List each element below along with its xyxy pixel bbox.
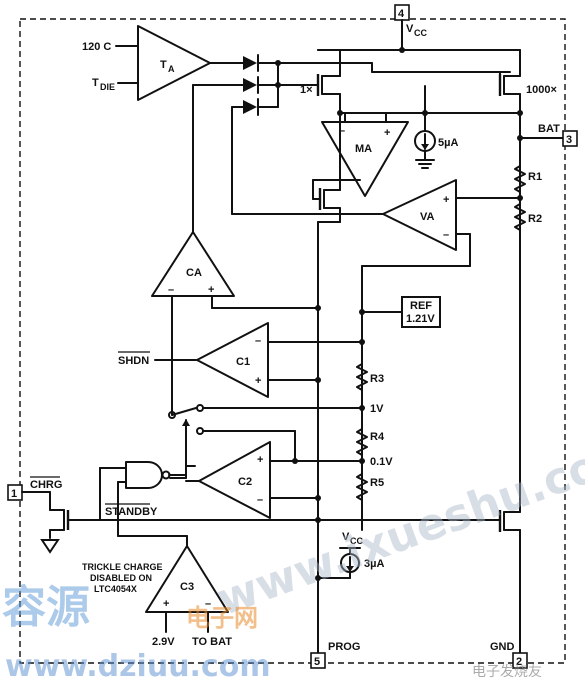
c3-label: C3 — [180, 581, 194, 593]
resistor-r3 — [356, 359, 368, 397]
ta-label: T A — [160, 59, 175, 74]
ma-output-transistor — [312, 112, 361, 223]
c3-minus: – — [205, 598, 211, 610]
mirror-1x-label: 1× — [300, 84, 313, 96]
ground-triangle — [40, 539, 60, 554]
c2-plus: + — [257, 454, 263, 466]
chip-boundary — [19, 18, 566, 664]
c1-label: C1 — [236, 356, 250, 368]
ref-line2: 1.21V — [406, 313, 435, 325]
trickle-line3: LTC4054X — [94, 584, 137, 594]
node-1v-label: 1V — [370, 403, 384, 415]
ta-amplifier — [137, 25, 211, 101]
pin-5-box — [310, 652, 326, 669]
c3-plus: + — [163, 598, 169, 610]
ca-plus: + — [208, 284, 214, 296]
pin-3-box — [562, 130, 578, 147]
standby-transistor — [498, 334, 521, 654]
c2-comparator — [198, 441, 271, 519]
source-5ua-label: 5µA — [438, 137, 458, 149]
pin-1-label: 1 — [11, 488, 17, 500]
diode-va — [243, 98, 279, 116]
resistor-r2 — [514, 197, 526, 237]
pin-5-label: 5 — [314, 656, 320, 668]
node-01v-label: 0.1V — [370, 456, 393, 468]
prog-label: PROG — [328, 641, 360, 653]
r5-label: R5 — [370, 477, 384, 489]
pin-2-label: 2 — [516, 656, 522, 668]
r3-label: R3 — [370, 373, 384, 385]
mirror-1000x-label: 1000× — [526, 84, 557, 96]
resistor-r5 — [356, 469, 368, 507]
trickle-line1: TRICKLE CHARGE — [82, 562, 163, 572]
input-120c-label: 120 C — [82, 41, 111, 53]
diode-ta — [243, 54, 279, 72]
bat-label: BAT — [538, 123, 560, 135]
svg-text:CC: CC — [350, 536, 363, 546]
c2-minus: – — [257, 494, 263, 506]
svg-text:T: T — [160, 59, 167, 71]
r1-label: R1 — [528, 171, 542, 183]
va-plus: + — [443, 194, 449, 206]
pin-3-label: 3 — [566, 134, 572, 146]
gnd-label: GND — [490, 641, 515, 653]
watermark-corner: 电子发烧友 — [472, 664, 542, 680]
mirror-1000x-transistor — [498, 49, 521, 96]
resistor-r1 — [514, 159, 526, 199]
source-3ua-label: 3µA — [364, 558, 384, 570]
trickle-line2: DISABLED ON — [90, 573, 152, 583]
watermark-site-cn: 容源 — [2, 582, 90, 633]
c1-minus: – — [255, 335, 261, 347]
ma-minus: – — [339, 125, 345, 137]
va-amplifier — [382, 179, 457, 251]
svg-text:V: V — [342, 531, 350, 543]
standby-label: STANDBY — [105, 506, 158, 518]
ca-minus: – — [168, 284, 174, 296]
r2-label: R2 — [528, 213, 542, 225]
pin-2-box — [512, 652, 528, 669]
vcc-top-label: V CC — [406, 23, 427, 38]
vcc-lower-label: V CC — [342, 531, 363, 546]
ma-label: MA — [355, 143, 372, 155]
c1-plus: + — [255, 375, 261, 387]
c3-in-bat-label: TO BAT — [192, 636, 232, 648]
r4-label: R4 — [370, 431, 385, 443]
pin-4-label: 4 — [398, 8, 405, 20]
va-minus: – — [443, 229, 449, 241]
ca-label: CA — [186, 267, 202, 279]
watermark-site-cn2: 电子网 — [186, 604, 258, 632]
chrg-label: CHRG — [30, 479, 62, 491]
c2-label: C2 — [238, 476, 252, 488]
ma-plus: + — [384, 127, 390, 139]
svg-text:DIE: DIE — [100, 82, 115, 92]
nand-gate — [99, 461, 196, 521]
ca-amplifier — [151, 231, 235, 297]
resistor-r4 — [356, 424, 368, 462]
ref-line1: REF — [410, 300, 432, 312]
diode-ca — [243, 76, 279, 94]
svg-text:CC: CC — [414, 28, 427, 38]
va-label: VA — [420, 211, 435, 223]
c1-comparator — [196, 322, 269, 398]
svg-text:T: T — [92, 77, 99, 89]
c3-comparator — [145, 545, 229, 613]
chrg-output-transistor — [49, 509, 81, 539]
svg-text:V: V — [406, 23, 414, 35]
mirror-1x-transistor — [289, 49, 341, 96]
shdn-label: SHDN — [118, 355, 149, 367]
watermark-url-dziuu: www.dziuu.com — [5, 649, 271, 682]
svg-text:A: A — [168, 64, 175, 74]
c3-in-29v-label: 2.9V — [152, 636, 175, 648]
ma-amplifier — [321, 121, 409, 197]
input-tdie-label: T DIE — [92, 77, 115, 92]
